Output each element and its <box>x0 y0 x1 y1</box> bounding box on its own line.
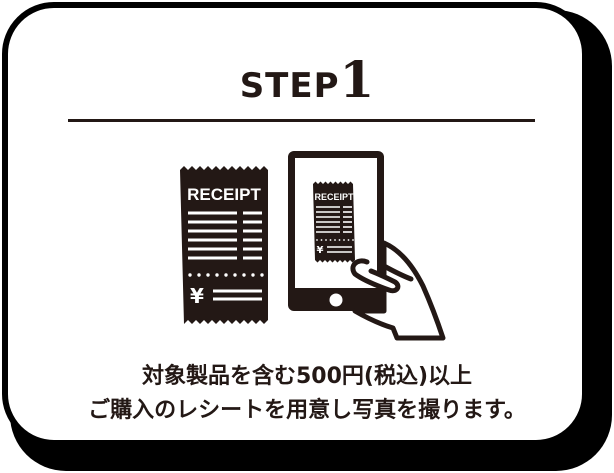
receipt-photo-illustration: RECEIPT ¥ RECEIPT <box>180 151 446 341</box>
svg-text:RECEIPT: RECEIPT <box>187 185 261 204</box>
smartphone-icon: RECEIPT ¥ <box>288 151 384 311</box>
caption-line-1: 対象製品を含む500円(税込)以上 <box>141 364 473 389</box>
svg-text:¥: ¥ <box>317 245 324 256</box>
heading-divider <box>68 119 535 122</box>
hand-icon <box>350 240 446 341</box>
svg-text:RECEIPT: RECEIPT <box>314 192 354 202</box>
step-heading-word: STEP <box>239 66 340 106</box>
receipt-icon: RECEIPT ¥ <box>180 166 268 324</box>
step-heading-number: 1 <box>339 50 375 109</box>
step-heading: STEP1 <box>0 50 614 109</box>
step-caption: 対象製品を含む500円(税込)以上 ご購入のレシートを用意し写真を撮ります。 <box>0 360 614 428</box>
svg-text:¥: ¥ <box>190 284 204 308</box>
caption-line-2: ご購入のレシートを用意し写真を撮ります。 <box>88 398 526 423</box>
